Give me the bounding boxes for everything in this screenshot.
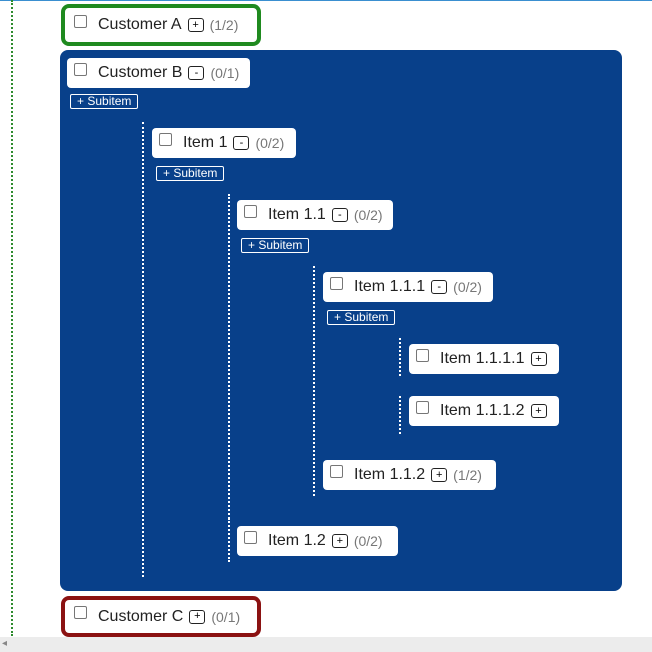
tree-node-item-1-1-2[interactable]: Item 1.1.2 + (1/2) xyxy=(323,460,496,490)
customer-b-collapse-button[interactable]: - xyxy=(188,66,205,80)
customer-b-children-guide xyxy=(142,122,144,577)
item-1-1-label: Item 1.1 xyxy=(268,206,326,223)
customer-b-label: Customer B xyxy=(98,64,183,81)
item-1-2-expand-button[interactable]: + xyxy=(331,534,348,548)
item-1-checkbox[interactable] xyxy=(159,132,172,146)
item-1-1-collapse-button[interactable]: - xyxy=(331,208,348,222)
customer-a-expand-button[interactable]: + xyxy=(187,18,204,32)
tree-node-item-1-1-1-2[interactable]: Item 1.1.1.2 + xyxy=(409,396,559,426)
item-1-1-count: (0/2) xyxy=(353,207,383,223)
customer-c-label: Customer C xyxy=(98,607,184,625)
top-border xyxy=(0,0,652,1)
customer-b-panel: Customer B - (0/1) + Subitem Item 1 - (0… xyxy=(60,50,622,591)
item-1-1-add-subitem-button[interactable]: + Subitem xyxy=(241,238,310,253)
item-1-1-2-expand-button[interactable]: + xyxy=(431,468,448,482)
item-1-1-1-count: (0/2) xyxy=(453,279,482,295)
tree-node-item-1-1[interactable]: Item 1.1 - (0/2) xyxy=(237,200,393,230)
customer-a-count: (1/2) xyxy=(209,17,239,33)
tree-node-customer-a[interactable]: Customer A + (1/2) xyxy=(61,4,261,46)
item-1-1-1-1-label: Item 1.1.1.1 xyxy=(440,350,525,367)
tree-node-item-1-1-1-1[interactable]: Item 1.1.1.1 + xyxy=(409,344,559,374)
item-1-2-count: (0/2) xyxy=(353,533,383,549)
tree-node-customer-b[interactable]: Customer B - (0/1) xyxy=(67,58,250,88)
customer-b-add-subitem-button[interactable]: + Subitem xyxy=(70,94,139,109)
item-1-1-1-checkbox[interactable] xyxy=(330,276,343,290)
item-1-1-1-1-checkbox[interactable] xyxy=(416,348,429,362)
item-1-2-checkbox[interactable] xyxy=(244,530,257,544)
item-1-add-subitem-button[interactable]: + Subitem xyxy=(156,166,225,181)
item-1-1-2-guide xyxy=(313,454,315,496)
item-1-1-1-1-expand-button[interactable]: + xyxy=(530,352,547,366)
item-1-2-guide xyxy=(228,518,230,562)
item-1-1-checkbox[interactable] xyxy=(244,204,257,218)
item-1-1-1-1-guide xyxy=(399,338,401,376)
tree-node-item-1-2[interactable]: Item 1.2 + (0/2) xyxy=(237,526,398,556)
item-1-label: Item 1 xyxy=(183,134,228,151)
tree-node-item-1-1-1[interactable]: Item 1.1.1 - (0/2) xyxy=(323,272,493,302)
item-1-1-1-2-checkbox[interactable] xyxy=(416,400,429,414)
item-1-1-2-count: (1/2) xyxy=(453,467,482,483)
tree-node-item-1[interactable]: Item 1 - (0/2) xyxy=(152,128,296,158)
item-1-1-1-label: Item 1.1.1 xyxy=(354,278,426,295)
customer-b-count: (0/1) xyxy=(210,65,240,81)
customer-c-count: (0/1) xyxy=(211,608,241,625)
tree-node-customer-c[interactable]: Customer C + (0/1) xyxy=(61,596,261,637)
item-1-1-1-add-subitem-button[interactable]: + Subitem xyxy=(327,310,396,325)
item-1-collapse-button[interactable]: - xyxy=(233,136,250,150)
item-1-1-2-checkbox[interactable] xyxy=(330,464,343,478)
item-1-children-guide xyxy=(228,194,230,562)
item-1-1-children-guide xyxy=(313,266,315,496)
item-1-1-1-collapse-button[interactable]: - xyxy=(431,280,448,294)
customer-c-checkbox[interactable] xyxy=(74,606,87,619)
item-1-1-1-2-guide xyxy=(399,396,401,434)
tree-guide-line xyxy=(11,0,13,636)
item-1-1-1-2-expand-button[interactable]: + xyxy=(530,404,547,418)
customer-b-checkbox[interactable] xyxy=(74,62,87,76)
customer-a-checkbox[interactable] xyxy=(74,14,87,28)
item-1-2-label: Item 1.2 xyxy=(268,532,326,549)
customer-c-expand-button[interactable]: + xyxy=(189,609,206,624)
item-1-1-1-2-label: Item 1.1.1.2 xyxy=(440,402,525,419)
item-1-count: (0/2) xyxy=(255,135,285,151)
item-1-1-2-label: Item 1.1.2 xyxy=(354,466,426,483)
scroll-left-arrow-icon[interactable]: ◂ xyxy=(2,638,8,649)
customer-a-label: Customer A xyxy=(98,16,182,33)
horizontal-scrollbar[interactable]: ◂ xyxy=(0,637,652,652)
